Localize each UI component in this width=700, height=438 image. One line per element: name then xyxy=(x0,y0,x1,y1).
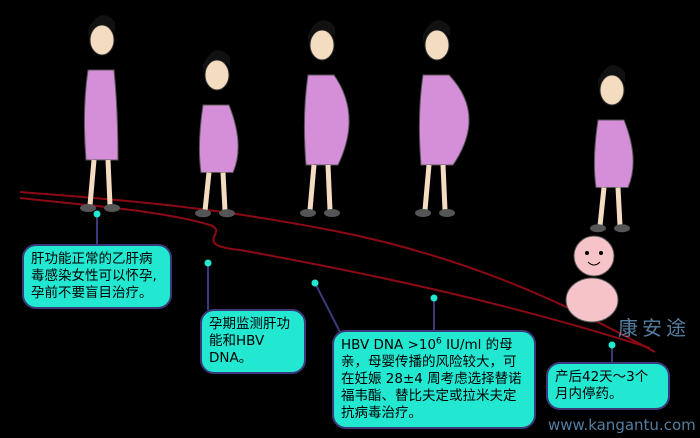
pregnant-woman-figure-2 xyxy=(195,50,239,218)
callout-text: IU/ml 的母亲，母婴传播的风险较大，可在妊娠 28±4 周考虑选择替诺福韦酯… xyxy=(341,337,522,421)
callout-antiviral-treatment: HBV DNA >106 IU/ml 的母亲，母婴传播的风险较大，可在妊娠 28… xyxy=(332,330,536,429)
callout-text: 产后42天～3个月内停药。 xyxy=(555,369,649,402)
pregnant-woman-figure-1 xyxy=(80,15,120,212)
exponent: 6 xyxy=(436,336,442,347)
callout-text: HBV DNA >10 xyxy=(341,337,437,353)
timeline-curve-lower xyxy=(19,197,651,349)
callout-during-pregnancy: 孕期监测肝功能和HBV DNA。 xyxy=(200,309,306,374)
callout-pre-pregnancy: 肝功能正常的乙肝病毒感染女性可以怀孕,孕前不要盲目治疗。 xyxy=(22,244,172,309)
watermark-cn: 康安途 xyxy=(618,316,690,340)
timeline-curve-upper xyxy=(19,191,656,353)
callout-postpartum: 产后42天～3个月内停药。 xyxy=(546,362,670,410)
baby-figure xyxy=(565,235,619,323)
timeline-markers xyxy=(93,210,616,349)
callout-text: 肝功能正常的乙肝病毒感染女性可以怀孕,孕前不要盲目治疗。 xyxy=(31,251,157,301)
pregnant-woman-figure-3 xyxy=(300,20,350,217)
pregnant-woman-figure-4 xyxy=(415,20,470,217)
watermark-url: www.kangantu.com xyxy=(548,416,696,434)
pregnant-woman-figure-5 xyxy=(590,65,634,233)
callout-text: 孕期监测肝功能和HBV DNA。 xyxy=(209,316,290,366)
